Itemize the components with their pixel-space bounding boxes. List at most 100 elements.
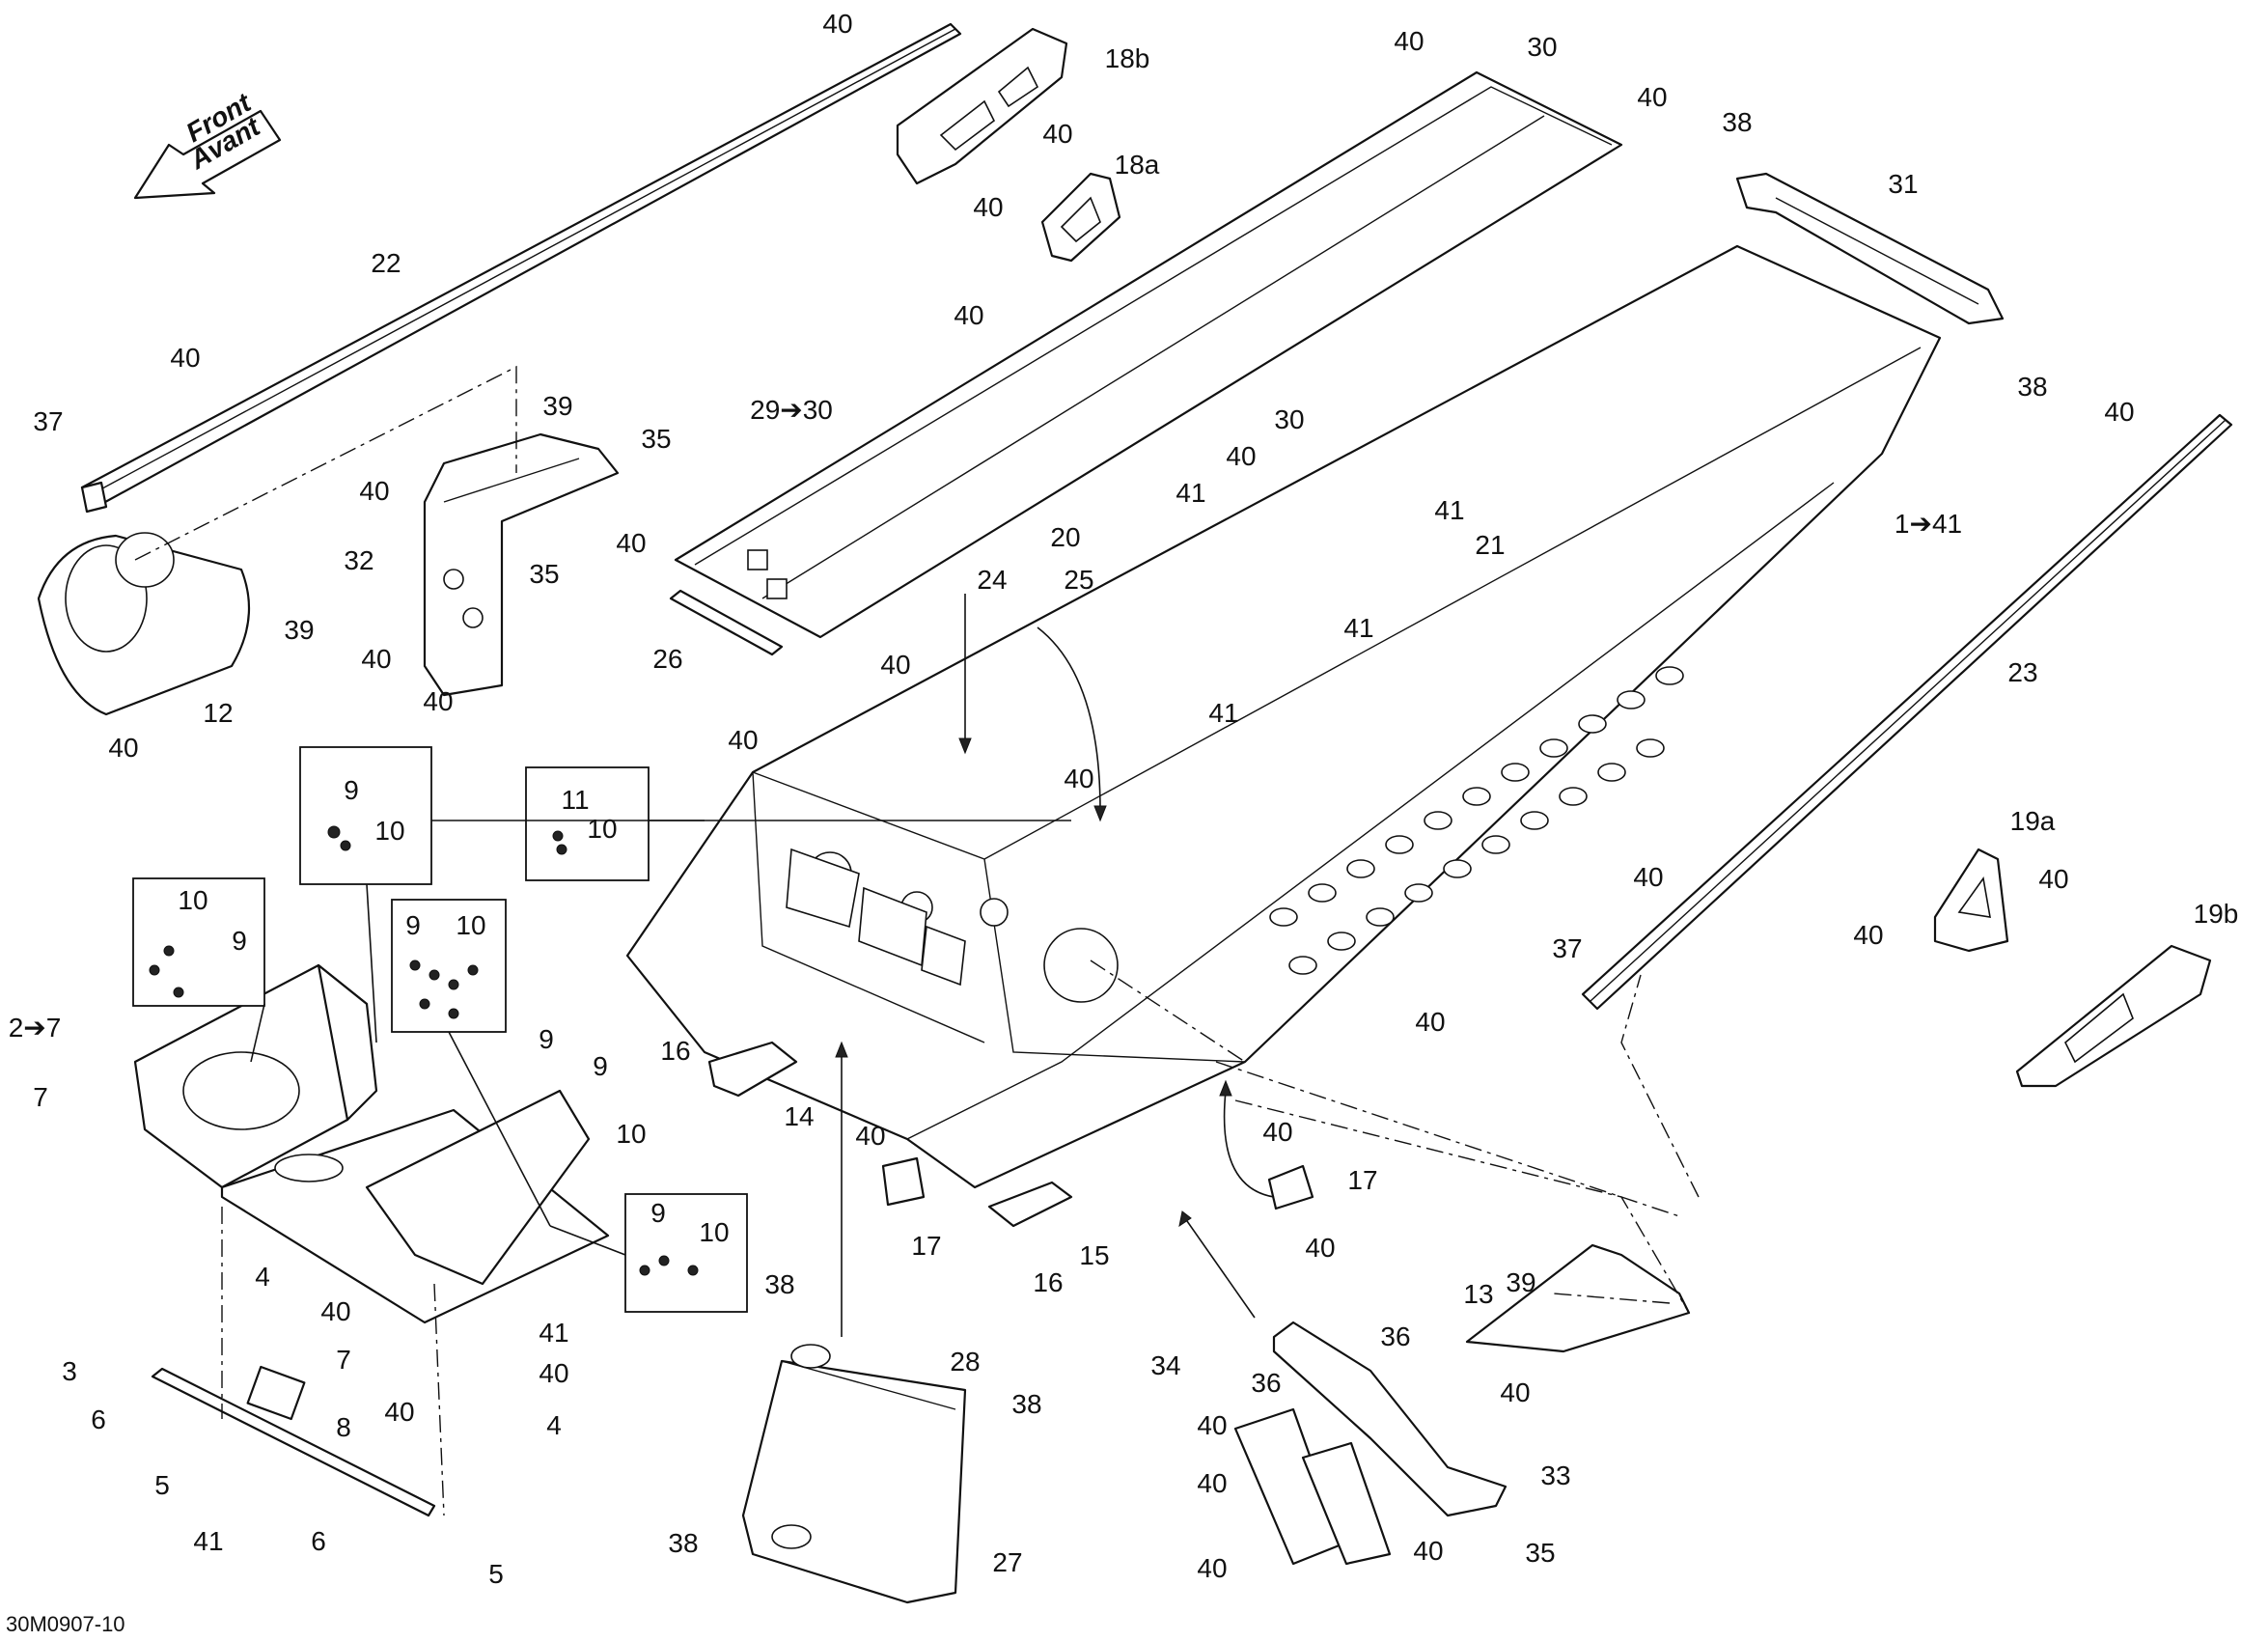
callout-c-3: 3 <box>62 1356 77 1386</box>
callout-c-40-26: 40 <box>616 528 646 558</box>
callout-c-40-fr2: 40 <box>1064 764 1093 793</box>
callout-c-7-b: 7 <box>336 1345 351 1375</box>
callout-c-20: 20 <box>1050 522 1080 552</box>
callout-c-40-18a: 40 <box>1042 119 1072 149</box>
callout-c-29-30: 29➔30 <box>750 395 833 425</box>
callout-c-40-tr: 40 <box>1394 26 1424 56</box>
callout-c-39-12: 39 <box>284 615 314 645</box>
callout-c-26: 26 <box>652 644 682 674</box>
callout-c-2-7: 2➔7 <box>9 1013 62 1043</box>
callout-c-40-13: 40 <box>1500 1377 1530 1407</box>
callout-c-16-b: 16 <box>1033 1267 1063 1297</box>
callout-c-7-a: 7 <box>33 1082 48 1112</box>
callout-c-34: 34 <box>1150 1350 1180 1380</box>
callout-c-40-l: 40 <box>170 343 200 373</box>
callout-c-11: 11 <box>561 785 589 815</box>
callout-c-41-20: 41 <box>1175 478 1205 508</box>
callout-c-40-r2: 40 <box>1262 1117 1292 1147</box>
callout-c-19a: 19a <box>2010 806 2056 836</box>
callout-c-38-27: 38 <box>764 1269 794 1299</box>
part-4-belly-pan <box>220 1089 610 1324</box>
callout-c-5-b: 5 <box>488 1559 504 1589</box>
callout-c-5-a: 5 <box>154 1470 170 1500</box>
callout-c-6-b: 6 <box>311 1526 326 1556</box>
callout-c-41-d: 41 <box>539 1318 568 1348</box>
callout-c-23: 23 <box>2007 657 2037 687</box>
callout-c-40-c: 40 <box>384 1397 414 1427</box>
callout-c-41-e: 41 <box>193 1526 223 1556</box>
callout-c-31: 31 <box>1888 169 1918 199</box>
callout-c-40-rr: 40 <box>2104 397 2134 427</box>
part-23-right-rail <box>1581 413 2233 1011</box>
callout-c-13: 13 <box>1463 1279 1493 1309</box>
callout-c-9-e: 9 <box>539 1024 554 1054</box>
callout-c-40-a: 40 <box>320 1296 350 1326</box>
callout-c-10-c: 10 <box>178 885 207 915</box>
callout-c-17-b: 17 <box>911 1231 941 1261</box>
callout-c-40-33d: 40 <box>1197 1553 1227 1583</box>
part-13-rear-bracket <box>1465 1243 1691 1353</box>
callout-c-38-28: 38 <box>1011 1389 1041 1419</box>
callout-c-40-32: 40 <box>359 476 389 506</box>
callout-c-17-a: 17 <box>1347 1165 1377 1195</box>
part-3-bottom-rail <box>151 1365 436 1517</box>
callout-c-36-b: 36 <box>1251 1368 1281 1398</box>
callout-c-15: 15 <box>1079 1240 1109 1270</box>
callout-c-40-12: 40 <box>108 733 138 763</box>
callout-c-40-19a-b: 40 <box>1853 920 1883 950</box>
callout-c-40-fr: 40 <box>728 725 758 755</box>
callout-c-40-17b: 40 <box>1305 1233 1335 1263</box>
callout-c-38-27b: 38 <box>668 1528 698 1558</box>
callout-c-18a: 18a <box>1115 150 1160 180</box>
callout-c-14: 14 <box>784 1101 814 1131</box>
front-direction-arrow: Front Avant <box>133 87 282 200</box>
callout-c-36-a: 36 <box>1380 1321 1410 1351</box>
part-26-strip <box>669 589 784 656</box>
callout-c-39-l: 39 <box>542 391 572 421</box>
callout-c-28: 28 <box>950 1347 980 1377</box>
callout-c-40-33c: 40 <box>1413 1536 1443 1566</box>
callout-c-9-f: 9 <box>593 1051 608 1081</box>
part-15-bracket <box>987 1181 1073 1228</box>
callout-c-24: 24 <box>977 565 1007 595</box>
callout-c-37-l: 37 <box>33 406 63 436</box>
callout-c-35-l: 35 <box>641 424 671 454</box>
part-2-front-frame <box>133 963 378 1189</box>
callout-c-9-d: 9 <box>405 910 421 940</box>
callout-c-10-a: 10 <box>374 816 404 846</box>
part-18a-bracket <box>1040 172 1121 263</box>
callout-c-40-top: 40 <box>822 9 852 39</box>
callout-c-22: 22 <box>371 248 401 278</box>
fastener-box-10-9-left <box>132 877 265 1007</box>
callout-c-9-c: 9 <box>232 926 247 956</box>
callout-c-40-tr2: 40 <box>1637 82 1667 112</box>
callout-c-27: 27 <box>992 1547 1022 1577</box>
callout-c-40-29: 40 <box>954 300 983 330</box>
fastener-box-11-10 <box>525 766 650 881</box>
callout-c-40-23: 40 <box>2038 864 2068 894</box>
callout-c-40-33: 40 <box>1197 1410 1227 1440</box>
callout-c-16-a: 16 <box>660 1036 690 1066</box>
callout-c-33: 33 <box>1540 1460 1570 1490</box>
callout-c-40-33b: 40 <box>1197 1468 1227 1498</box>
callout-c-37-r: 37 <box>1552 933 1582 963</box>
part-31-rear-bracket <box>1735 172 2005 325</box>
callout-c-18b: 18b <box>1105 43 1150 73</box>
callout-c-39-13: 39 <box>1506 1267 1535 1297</box>
callout-c-10-g: 10 <box>699 1217 729 1247</box>
callout-c-41-b: 41 <box>1343 613 1373 643</box>
callout-c-41-21: 41 <box>1434 495 1464 525</box>
part-14-bracket <box>707 1041 798 1098</box>
callout-c-1-41: 1➔41 <box>1895 509 1962 539</box>
callout-c-38-r: 38 <box>2017 372 2047 402</box>
part-18b-bracket <box>896 27 1068 185</box>
callout-c-10-d: 10 <box>456 910 485 940</box>
fastener-box-9-10-mid <box>391 899 507 1033</box>
callout-c-40-30: 40 <box>1226 441 1256 471</box>
callout-c-40-17: 40 <box>855 1121 885 1151</box>
callout-c-19b: 19b <box>2194 899 2239 929</box>
part-1-tunnel-assembly <box>625 244 1942 1189</box>
part-17-plate-a <box>881 1156 926 1207</box>
